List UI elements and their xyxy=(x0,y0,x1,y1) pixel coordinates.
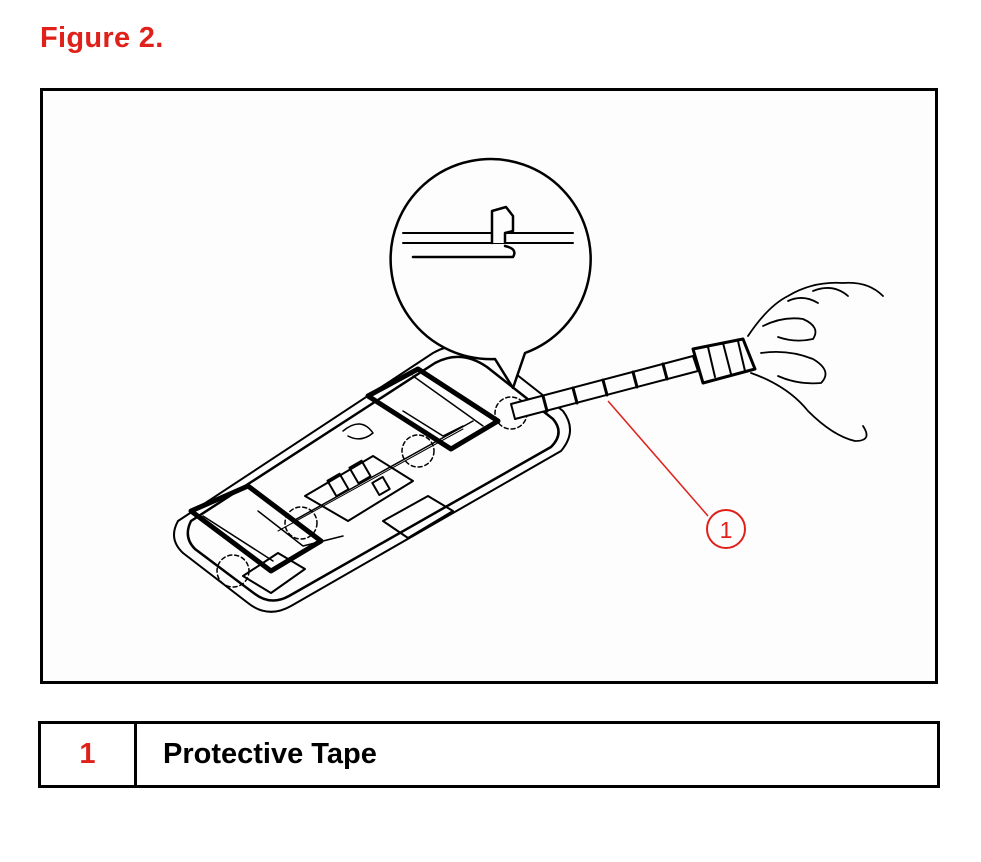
removal-diagram: 1 xyxy=(173,157,884,613)
tape-bands xyxy=(541,362,669,413)
illustration-panel: 1 xyxy=(40,88,938,684)
clip-circle-4 xyxy=(216,554,250,588)
legend-label: Protective Tape xyxy=(163,738,377,770)
console-inner-outline xyxy=(186,355,560,602)
callout-number: 1 xyxy=(720,517,733,543)
clip-circle-3 xyxy=(284,506,318,540)
legend-number: 1 xyxy=(41,724,137,785)
callout-leader-line xyxy=(607,400,709,517)
callout-circle xyxy=(706,509,746,549)
detail-magnifier xyxy=(389,157,592,390)
lens-right xyxy=(365,366,501,452)
callout-1: 1 xyxy=(607,400,746,549)
clip-circle-2 xyxy=(401,434,435,468)
clip-locations xyxy=(216,396,528,588)
hand xyxy=(747,281,884,442)
overhead-console xyxy=(173,344,571,613)
figure-title: Figure 2. xyxy=(40,22,164,54)
legend-table: 1 Protective Tape xyxy=(38,721,940,788)
screwdriver xyxy=(510,337,757,420)
